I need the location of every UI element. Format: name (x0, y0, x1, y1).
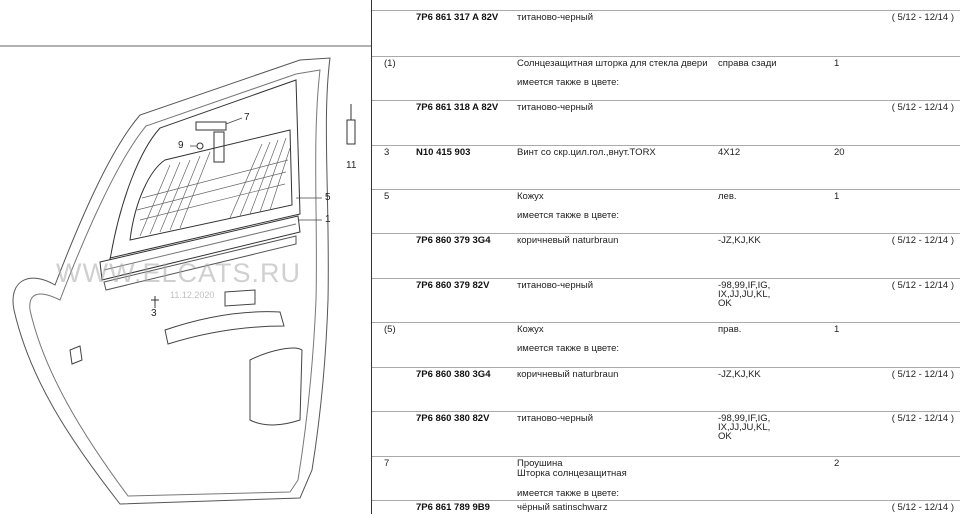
door-drawing (0, 45, 371, 505)
eye-hook (213, 131, 225, 163)
quantity: 1 (834, 191, 840, 202)
part-description: чёрный satinschwarz (517, 502, 608, 513)
part-description: титаново-черный (517, 280, 593, 291)
table-row: 7P6 860 379 3G4 коричневый naturbraun -JZ,… (372, 233, 960, 279)
eye-bracket-7 (195, 121, 227, 131)
item-number: (5) (384, 324, 396, 335)
item-number: (1) (384, 58, 396, 69)
table-row: 5 Кожух имеется также в цвете: лев. 1 (372, 189, 960, 234)
table-row: 7P6 860 379 82V титаново-черный -98,99,IF,… (372, 278, 960, 323)
sunshade-mesh (129, 129, 293, 241)
part-note: IX,JJ,JU,KL, (718, 289, 771, 300)
door-inner-shell (29, 69, 321, 497)
armrest (164, 311, 285, 345)
door-outer-shell (12, 57, 331, 505)
callout-7: 7 (244, 112, 250, 123)
quantity: 1 (834, 58, 840, 69)
part-number: 7P6 860 380 82V (416, 413, 490, 424)
part-description: коричневый naturbraun (517, 369, 619, 380)
part-number: 7P6 861 318 A 82V (416, 102, 499, 113)
quantity: 20 (834, 147, 845, 158)
date-range: ( 5/12 - 12/14 ) (891, 280, 954, 291)
watermark: WWW.ELCATS.RU (56, 258, 301, 288)
part-11 (346, 119, 356, 145)
speaker-pocket (249, 347, 303, 426)
part-description: титаново-черный (517, 102, 593, 113)
part-description: Шторка солнцезащитная (517, 468, 627, 479)
part-number: 7P6 860 380 3G4 (416, 369, 491, 380)
table-row: 7P6 861 318 A 82V титаново-черный ( 5/12 -… (372, 100, 960, 146)
part-note: -JZ,KJ,KK (718, 235, 761, 246)
part-number: 7P6 860 379 82V (416, 280, 490, 291)
part-description: имеется также в цвете: (517, 77, 620, 88)
part-note: 4X12 (718, 147, 741, 158)
part-number: 7P6 860 379 3G4 (416, 235, 491, 246)
part-description: титаново-черный (517, 12, 593, 23)
cover-strip (103, 235, 297, 291)
part-note: -98,99,IF,IG, (718, 280, 771, 291)
part-description: коричневый naturbraun (517, 235, 619, 246)
parts-table: 7P6 861 317 A 82V титаново-черный ( 5/12 -… (372, 0, 960, 514)
part-note: справа сзади (718, 58, 777, 69)
quantity: 2 (834, 458, 840, 469)
callout-9: 9 (178, 140, 184, 151)
part-number: 7P6 861 789 9B9 (416, 502, 490, 513)
date-range: ( 5/12 - 12/14 ) (891, 102, 954, 113)
part-description: Кожух (517, 324, 544, 335)
table-row: (1) Солнцезащитная шторка для стекла двер… (372, 56, 960, 101)
part-note: OK (718, 298, 732, 309)
part-note: -98,99,IF,IG, (718, 413, 771, 424)
part-description: титаново-черный (517, 413, 593, 424)
part-description: имеется также в цвете: (517, 210, 620, 221)
table-row: 7P6 861 789 9B9 чёрный satinschwarz ( 5/12… (372, 500, 960, 514)
date-range: ( 5/12 - 12/14 ) (891, 502, 954, 513)
rail-detail (103, 223, 297, 271)
part-description: Кожух (517, 191, 544, 202)
item-number: 3 (384, 147, 390, 158)
table-top-border (372, 0, 960, 11)
callout-5: 5 (325, 192, 331, 203)
door-latch (69, 345, 83, 365)
part-note: OK (718, 431, 732, 442)
part-description: Винт со скр.цил.гол.,внут.TORX (517, 147, 656, 158)
part-note: прав. (718, 324, 742, 335)
callout-11: 11 (346, 160, 357, 171)
screw-9 (196, 142, 204, 150)
part-description: Проушина (517, 458, 563, 469)
date-range: ( 5/12 - 12/14 ) (891, 12, 954, 23)
part-note: IX,JJ,JU,KL, (718, 422, 771, 433)
part-note: -JZ,KJ,KK (718, 369, 761, 380)
part-description: имеется также в цвете: (517, 488, 620, 499)
sunshade-rail (99, 215, 301, 281)
part-description: имеется также в цвете: (517, 343, 620, 354)
door-handle (224, 289, 256, 307)
part-number: 7P6 861 317 A 82V (416, 12, 499, 23)
date-range: ( 5/12 - 12/14 ) (891, 413, 954, 424)
callout-3: 3 (151, 308, 157, 319)
table-row: 7P6 860 380 82V титаново-черный -98,99,IF,… (372, 411, 960, 457)
table-row: (5) Кожух имеется также в цвете: прав. 1 (372, 322, 960, 368)
item-number: 5 (384, 191, 390, 202)
watermark-date: 11.12.2020 (170, 290, 215, 300)
table-row: 7P6 860 380 3G4 коричневый naturbraun -JZ,… (372, 367, 960, 412)
part-note: лев. (718, 191, 737, 202)
window-opening (109, 79, 301, 261)
quantity: 1 (834, 324, 840, 335)
callout-1: 1 (325, 214, 331, 225)
date-range: ( 5/12 - 12/14 ) (891, 235, 954, 246)
parts-illustration: WWW.ELCATS.RU 11.12.2020 7 9 5 1 11 3 (0, 0, 371, 514)
table-row: 3 N10 415 903 Винт со скр.цил.гол.,внут.TO… (372, 145, 960, 190)
date-range: ( 5/12 - 12/14 ) (891, 369, 954, 380)
item-number: 7 (384, 458, 390, 469)
panel-divider (371, 0, 372, 514)
part-description: Солнцезащитная шторка для стекла двери (517, 58, 708, 69)
table-row: 7P6 861 317 A 82V титаново-черный ( 5/12 -… (372, 10, 960, 57)
part-number: N10 415 903 (416, 147, 471, 158)
